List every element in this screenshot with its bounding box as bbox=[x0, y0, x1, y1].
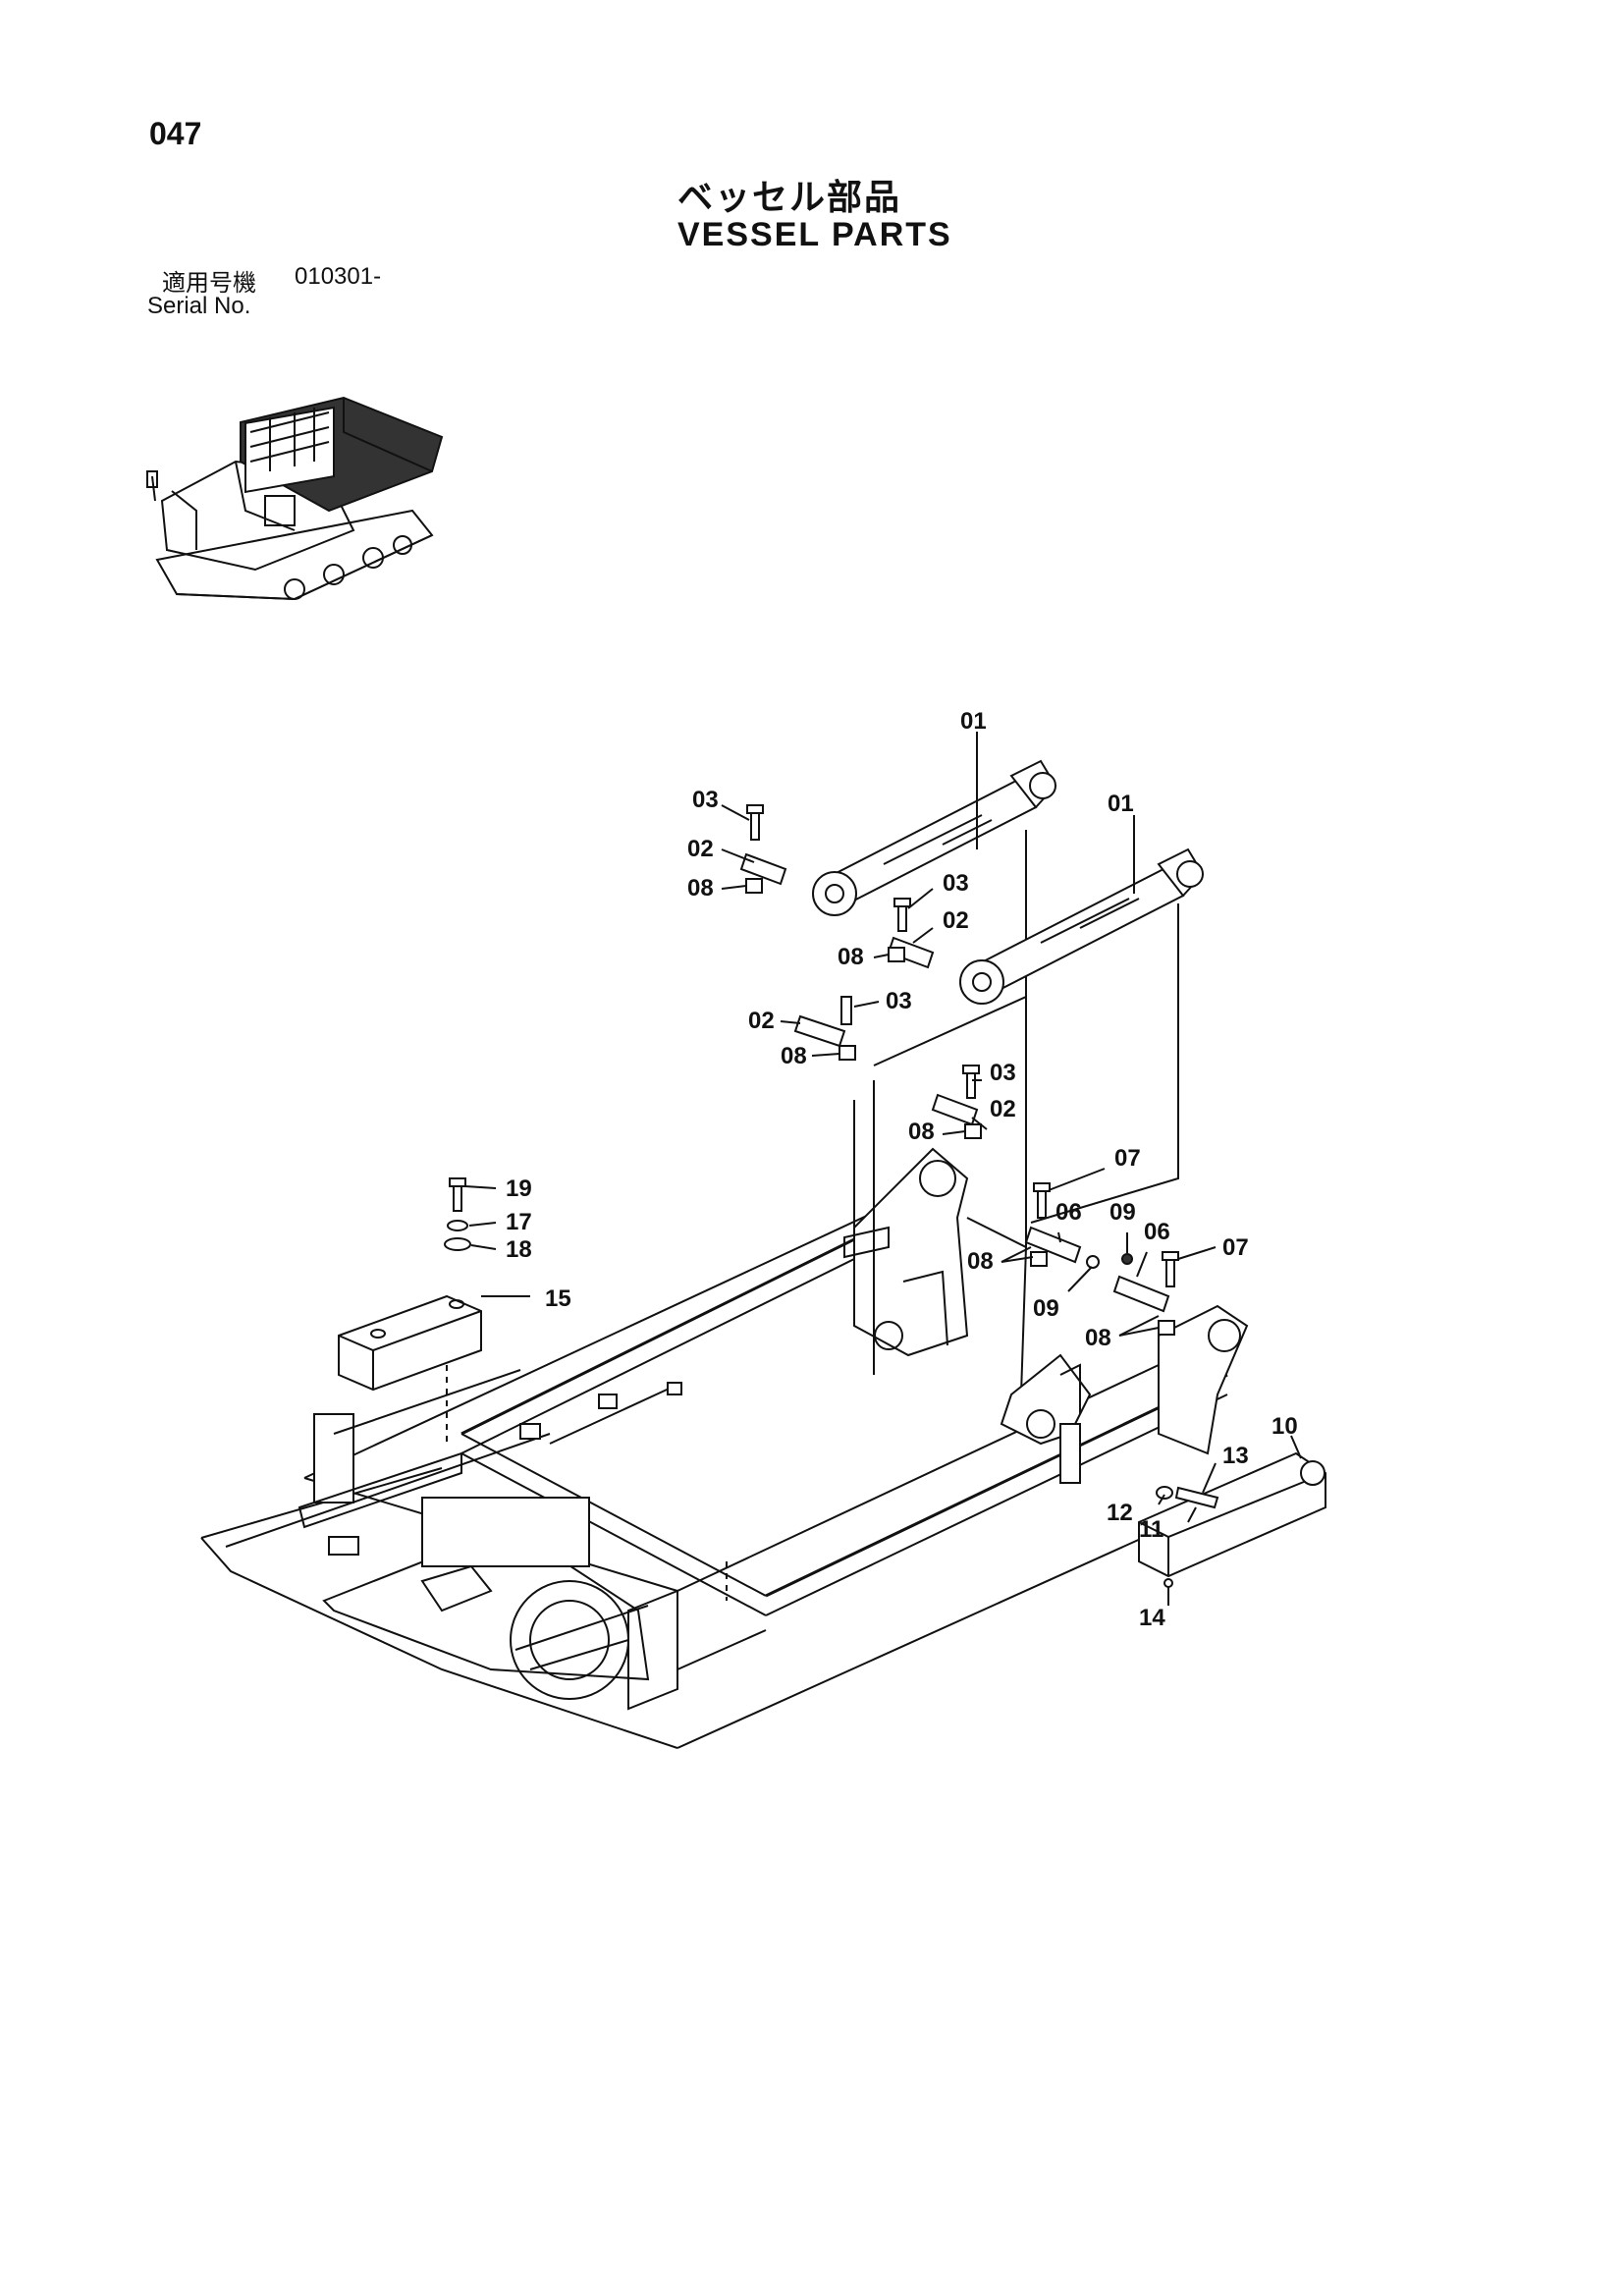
callout-06: 06 bbox=[1144, 1219, 1170, 1245]
callout-02: 02 bbox=[943, 907, 969, 934]
callout-03: 03 bbox=[943, 870, 969, 897]
callout-08: 08 bbox=[781, 1043, 807, 1069]
page-title-japanese: ベッセル部品 bbox=[677, 177, 902, 217]
callout-07: 07 bbox=[1222, 1234, 1249, 1261]
callout-09: 09 bbox=[1109, 1199, 1136, 1226]
callout-10: 10 bbox=[1271, 1413, 1298, 1440]
callout-12: 12 bbox=[1107, 1500, 1133, 1526]
serial-label-english: Serial No. bbox=[147, 293, 251, 319]
callout-13: 13 bbox=[1222, 1443, 1249, 1469]
hydraulic-cylinders bbox=[812, 759, 1205, 1005]
small-parts bbox=[338, 804, 1326, 1588]
callout-01: 01 bbox=[960, 708, 987, 735]
chassis-frame bbox=[200, 830, 1287, 1749]
callout-11: 11 bbox=[1139, 1516, 1163, 1543]
callout-labels: 01 01 03 02 08 03 02 08 02 03 08 03 02 0… bbox=[506, 708, 1298, 1631]
callout-08: 08 bbox=[687, 875, 714, 902]
callout-17: 17 bbox=[506, 1209, 532, 1235]
serial-number: 010301- bbox=[295, 263, 382, 290]
callout-14: 14 bbox=[1139, 1605, 1165, 1631]
callout-03: 03 bbox=[990, 1060, 1016, 1086]
callout-09: 09 bbox=[1033, 1295, 1059, 1322]
callout-03: 03 bbox=[692, 787, 719, 813]
callout-08: 08 bbox=[908, 1119, 935, 1145]
page-title-english: VESSEL PARTS bbox=[677, 216, 952, 253]
callout-06: 06 bbox=[1055, 1199, 1082, 1226]
callout-18: 18 bbox=[506, 1236, 532, 1263]
callout-15: 15 bbox=[545, 1285, 571, 1312]
callout-02: 02 bbox=[990, 1096, 1016, 1122]
callout-02: 02 bbox=[748, 1008, 775, 1034]
callout-19: 19 bbox=[506, 1175, 532, 1202]
leader-lines bbox=[464, 732, 1302, 1606]
machine-thumbnail bbox=[146, 396, 444, 601]
callout-08: 08 bbox=[838, 944, 864, 970]
callout-03: 03 bbox=[886, 988, 912, 1014]
callout-07: 07 bbox=[1114, 1145, 1141, 1172]
callout-08: 08 bbox=[1085, 1325, 1111, 1351]
serial-label-japanese: 適用号機 bbox=[162, 270, 256, 297]
callout-01: 01 bbox=[1108, 791, 1134, 817]
page-number: 047 bbox=[149, 116, 202, 151]
callout-08: 08 bbox=[967, 1248, 994, 1275]
callout-02: 02 bbox=[687, 836, 714, 862]
